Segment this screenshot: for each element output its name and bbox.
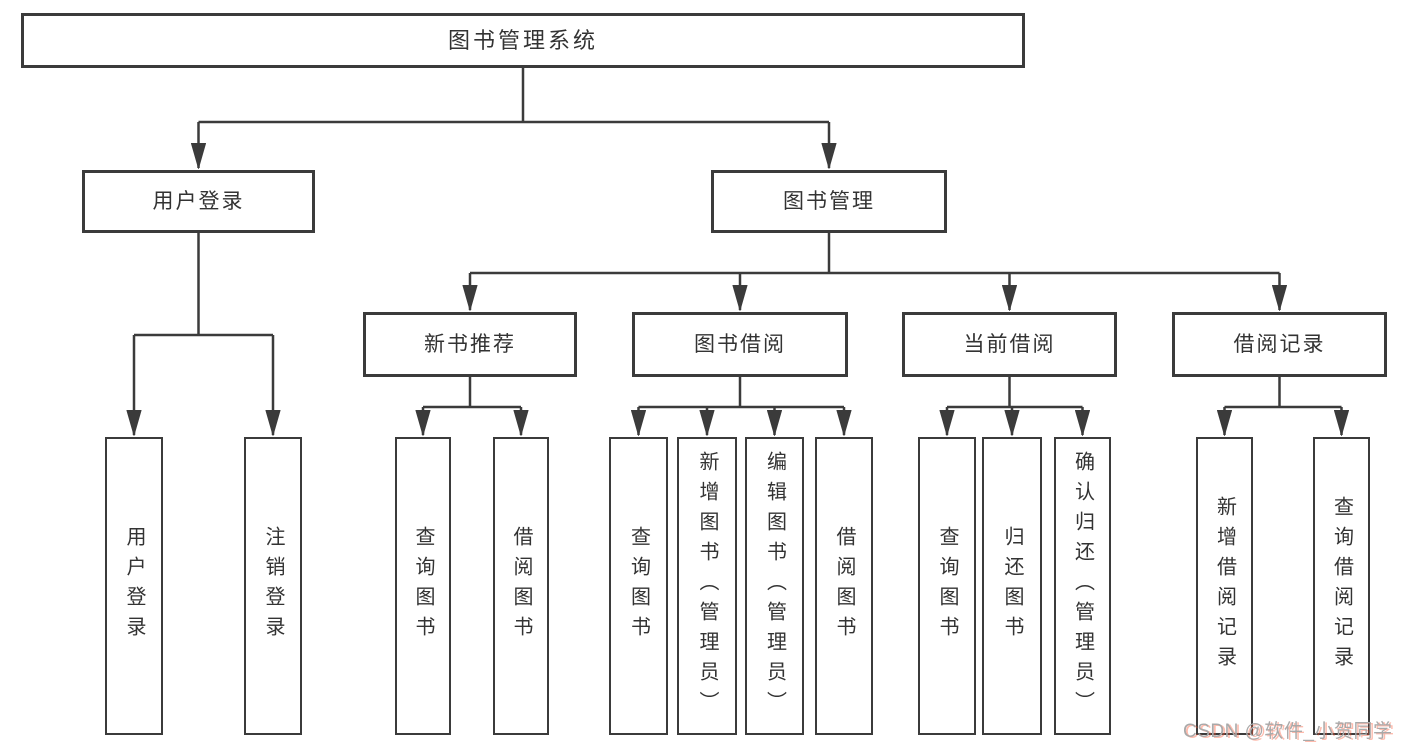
- leaf-query-books-recommend: 查询图书: [395, 437, 451, 735]
- leaf-query-books-borrow: 查询图书: [609, 437, 668, 735]
- node-label: 当前借阅: [963, 333, 1056, 356]
- leaf-add-borrow-record: 新增借阅记录: [1196, 437, 1253, 735]
- leaf-label: 用户登录: [123, 526, 145, 646]
- node-label: 用户登录: [152, 190, 245, 213]
- node-new-book-recommendation: 新书推荐: [363, 312, 577, 377]
- leaf-borrow-books-recommend: 借阅图书: [493, 437, 549, 735]
- leaf-label: 确认归还（管理员）: [1071, 451, 1094, 721]
- leaf-label: 归还图书: [1001, 526, 1023, 646]
- leaf-edit-books-admin: 编辑图书（管理员）: [745, 437, 804, 735]
- leaf-label: 查询图书: [627, 526, 650, 646]
- leaf-label: 查询图书: [936, 526, 958, 646]
- leaf-label: 借阅图书: [510, 526, 532, 646]
- leaf-borrow-books-borrow: 借阅图书: [815, 437, 873, 735]
- node-library-management-system: 图书管理系统: [21, 13, 1025, 68]
- leaf-label: 查询图书: [412, 526, 434, 646]
- node-book-management: 图书管理: [711, 170, 947, 233]
- leaf-return-books: 归还图书: [982, 437, 1042, 735]
- leaf-label: 新增借阅记录: [1213, 496, 1236, 676]
- leaf-user-login: 用户登录: [105, 437, 163, 735]
- node-borrowing-records: 借阅记录: [1172, 312, 1387, 377]
- leaf-query-books-current: 查询图书: [918, 437, 976, 735]
- leaf-label: 借阅图书: [833, 526, 855, 646]
- node-user-login: 用户登录: [82, 170, 315, 233]
- leaf-logout: 注销登录: [244, 437, 302, 735]
- leaf-label: 注销登录: [262, 526, 284, 646]
- node-label: 图书借阅: [694, 333, 786, 356]
- node-label: 图书管理系统: [447, 27, 598, 53]
- node-current-borrowing: 当前借阅: [902, 312, 1117, 377]
- node-label: 借阅记录: [1233, 333, 1326, 356]
- leaf-label: 编辑图书（管理员）: [763, 451, 786, 721]
- leaf-confirm-return-admin: 确认归还（管理员）: [1054, 437, 1111, 735]
- csdn-watermark: CSDN @软件_小贺同学: [1183, 721, 1393, 742]
- node-book-borrowing: 图书借阅: [632, 312, 848, 377]
- leaf-query-borrow-record: 查询借阅记录: [1313, 437, 1370, 735]
- leaf-label: 新增图书（管理员）: [696, 451, 718, 721]
- node-label: 图书管理: [783, 190, 875, 213]
- leaf-add-books-admin: 新增图书（管理员）: [677, 437, 737, 735]
- node-label: 新书推荐: [424, 333, 516, 356]
- leaf-label: 查询借阅记录: [1330, 496, 1353, 676]
